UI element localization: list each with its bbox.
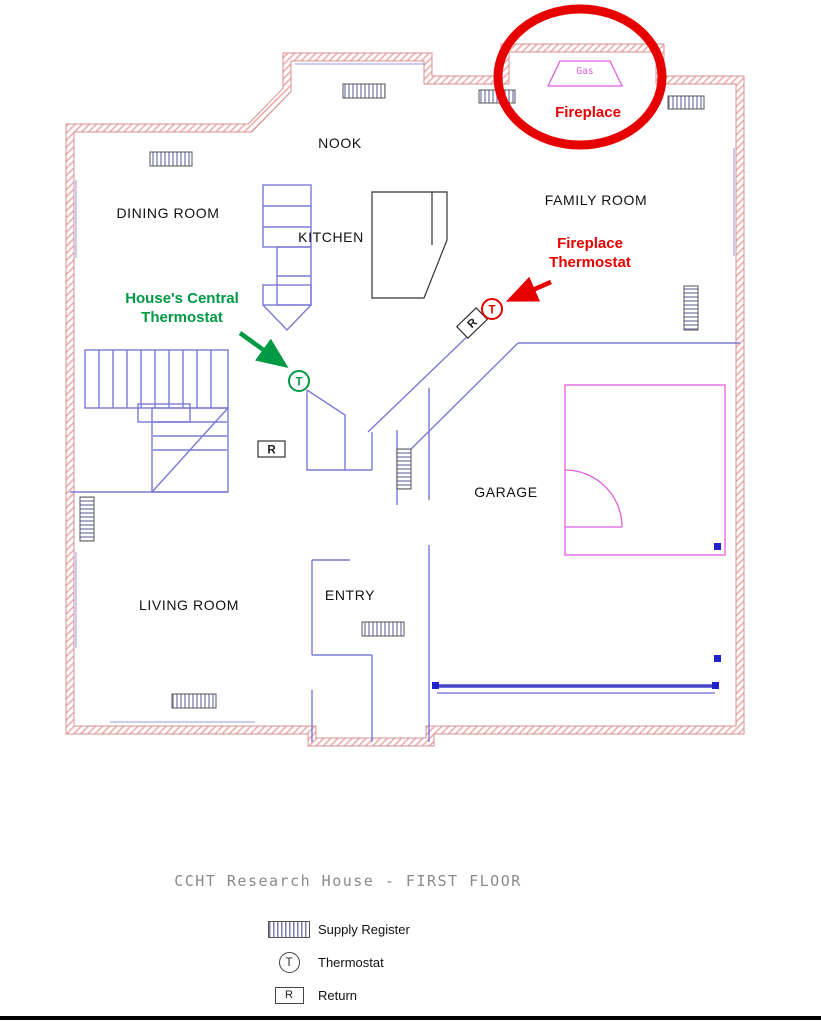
supply-register <box>361 621 405 637</box>
supply-register <box>396 448 412 490</box>
legend-row-return: R Return <box>266 984 410 1006</box>
sheet-bottom-border <box>0 1016 821 1020</box>
room-label-entry: ENTRY <box>325 587 375 603</box>
garage-platform <box>564 384 726 556</box>
legend: Supply Register T Thermostat R Return <box>266 918 410 1017</box>
legend-label-supply-register: Supply Register <box>318 921 410 937</box>
fireplace-unit <box>546 60 624 87</box>
thermostat-symbol: T <box>488 305 495 317</box>
room-label-kitchen: KITCHEN <box>298 229 364 245</box>
fireplace-thermostat-arrow <box>505 276 552 302</box>
legend-row-thermostat: T Thermostat <box>266 951 410 973</box>
central-thermostat-annotation-line1: House's Central <box>125 290 239 307</box>
gas-label: Gas <box>576 66 593 77</box>
central-thermostat-annotation-line2: Thermostat <box>141 309 223 326</box>
return-icon: R <box>274 986 304 1004</box>
supply-register <box>149 151 193 167</box>
garage-door <box>437 684 715 694</box>
room-label-family: FAMILY ROOM <box>545 192 648 208</box>
fireplace-thermostat-annotation-line1: Fireplace <box>557 235 623 252</box>
return-hall: R <box>455 307 489 339</box>
fireplace-thermostat-symbol: T <box>481 298 503 320</box>
supply-register <box>667 95 705 110</box>
central-thermostat-arrow <box>238 331 289 368</box>
room-label-living: LIVING ROOM <box>139 597 239 613</box>
room-label-garage: GARAGE <box>474 484 538 500</box>
legend-label-thermostat: Thermostat <box>318 954 384 970</box>
fireplace-highlight-circle <box>493 4 667 150</box>
thermostat-icon: T <box>278 951 300 973</box>
supply-register <box>342 83 386 99</box>
supply-register <box>79 496 95 542</box>
fireplace-annotation: Fireplace <box>555 104 621 121</box>
legend-label-return: Return <box>318 987 358 1003</box>
thermostat-symbol: T <box>295 377 302 389</box>
interior-walls <box>70 184 740 742</box>
windows <box>75 63 735 723</box>
supply-register-icon <box>268 920 310 938</box>
wall-dots <box>432 543 721 689</box>
room-label-nook: NOOK <box>318 135 362 151</box>
kitchen-island <box>371 191 448 299</box>
drawing-title: CCHT Research House - FIRST FLOOR <box>174 872 522 890</box>
supply-registers <box>79 83 705 709</box>
room-label-dining: DINING ROOM <box>116 205 219 221</box>
floor-plan: Gas R R T T <box>65 4 745 747</box>
central-thermostat-symbol: T <box>288 370 310 392</box>
supply-register <box>171 693 217 709</box>
return-symbol: R <box>267 445 276 457</box>
fireplace-thermostat-annotation-line2: Thermostat <box>549 254 631 271</box>
return-central: R <box>257 440 286 458</box>
supply-register <box>683 285 699 331</box>
legend-row-supply-register: Supply Register <box>266 918 410 940</box>
